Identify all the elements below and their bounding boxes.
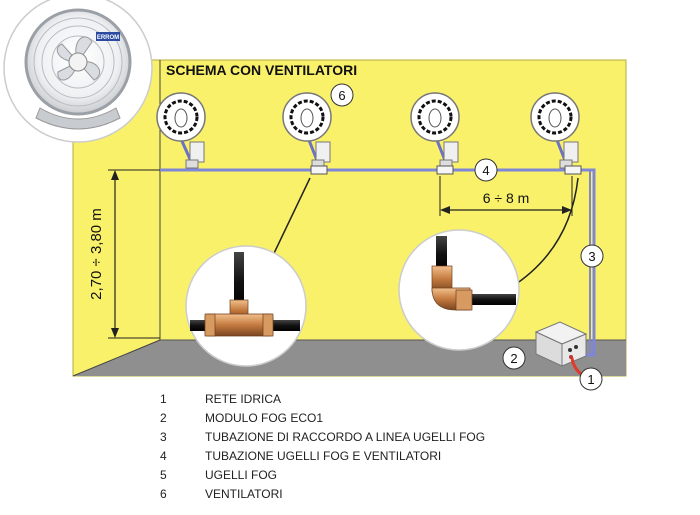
svg-text:2: 2 [510,351,517,366]
legend-item: 2 MODULO FOG ECO1 [160,409,485,428]
nozzle-marker [436,165,454,175]
legend-item: 1 RETE IDRICA [160,390,485,409]
fan-icon [530,92,580,169]
diagram-title: SCHEMA CON VENTILATORI [166,62,357,78]
fan-icon [282,92,332,169]
legend-number: 5 [160,468,167,482]
legend-number: 2 [160,411,167,425]
wall-corner-line [72,339,161,377]
callout-6: 6 [330,83,354,107]
tee-fitting-detail-icon [185,245,307,367]
callout-4: 4 [474,158,498,182]
svg-text:3: 3 [588,249,595,264]
fan-photo-icon: ERROM [3,0,153,143]
svg-text:6: 6 [338,88,345,103]
callout-2: 2 [502,346,526,370]
fan-icon [410,92,460,169]
callout-3: 3 [580,244,604,268]
svg-text:4: 4 [482,163,489,178]
legend-item: 4 TUBAZIONE UGELLI FOG E VENTILATORI [160,447,485,466]
nozzle-marker [564,165,582,175]
legend-label: MODULO FOG ECO1 [205,411,324,425]
legend-number: 1 [160,392,167,406]
fog-module-box-icon [534,321,588,367]
legend-item: 5 UGELLI FOG [160,466,485,485]
legend-label: TUBAZIONE DI RACCORDO A LINEA UGELLI FOG [205,430,486,444]
leader-line [509,177,579,289]
svg-text:1: 1 [587,372,594,387]
callout-1: 1 [579,367,603,391]
legend-label: VENTILATORI [205,487,283,501]
elbow-fitting-detail-icon [398,229,520,351]
fan-icon [156,92,206,169]
legend-number: 3 [160,430,167,444]
legend-label: RETE IDRICA [205,392,282,406]
nozzle-marker [310,165,328,175]
fan-logo: ERROM [97,35,119,41]
legend-label: UGELLI FOG [205,468,278,482]
legend-number: 6 [160,487,167,501]
height-dimension [108,169,166,339]
legend-item: 3 TUBAZIONE DI RACCORDO A LINEA UGELLI FO… [160,428,485,447]
legend-number: 4 [160,449,167,463]
height-label: 2,70 ÷ 3,80 m [88,208,105,300]
spacing-label: 6 ÷ 8 m [483,190,530,206]
legend-label: TUBAZIONE UGELLI FOG E VENTILATORI [205,449,442,463]
legend-item: 6 VENTILATORI [160,485,485,504]
